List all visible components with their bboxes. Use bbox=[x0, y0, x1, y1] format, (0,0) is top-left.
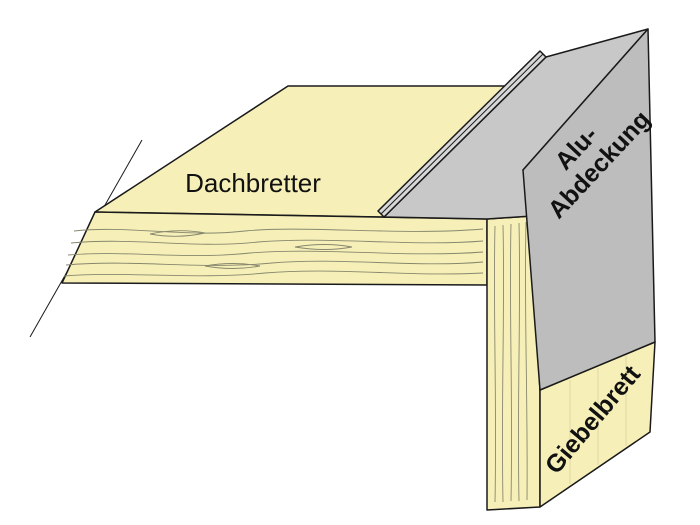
gable-board-outer-grain bbox=[569, 356, 627, 484]
label-roof-boards: Dachbretter bbox=[185, 168, 321, 198]
alu-capping-lip-fold-line bbox=[380, 53, 544, 215]
gable-board-front-grain bbox=[493, 221, 528, 503]
alu-capping-outer-face bbox=[522, 28, 656, 391]
roof-edge-wood-grain bbox=[63, 228, 484, 277]
